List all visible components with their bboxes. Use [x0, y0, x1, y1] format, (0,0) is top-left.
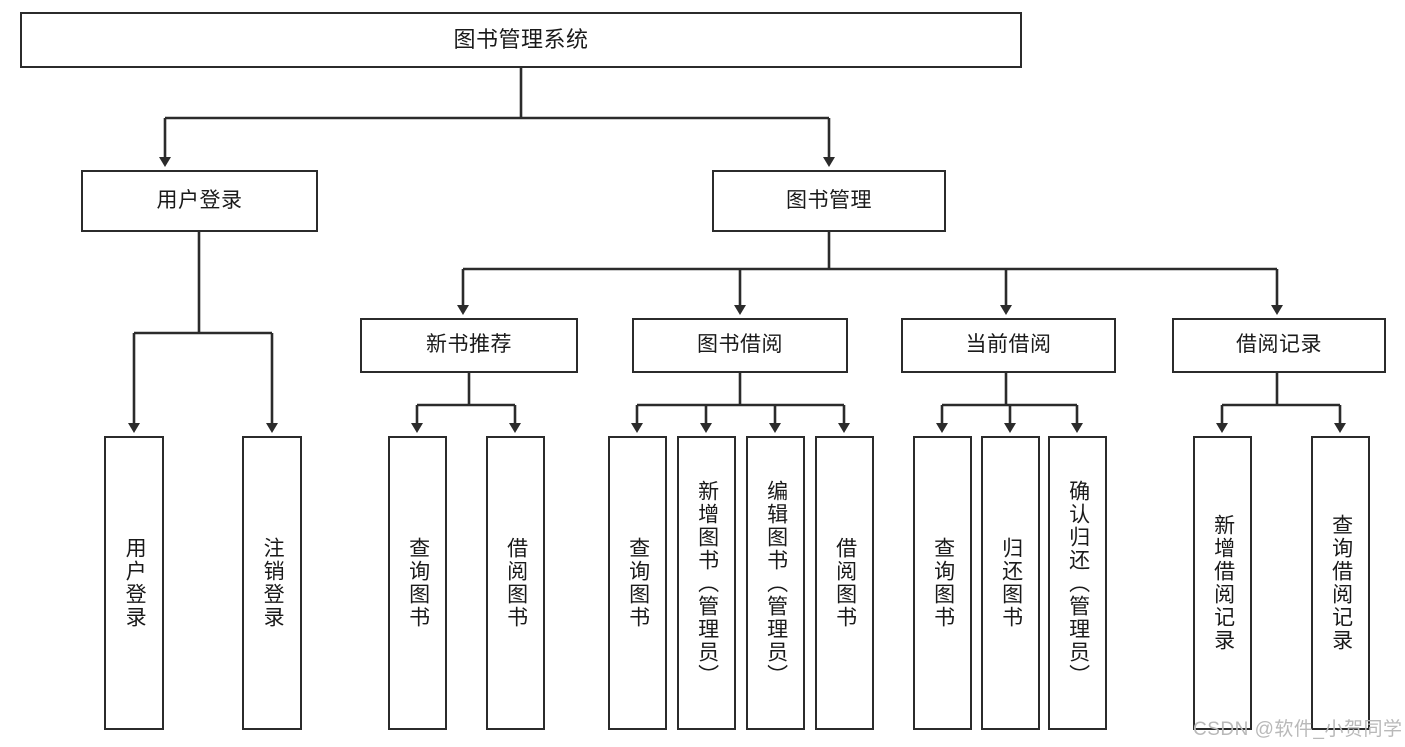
leaf-new-book-borrow[interactable]: 借阅图书	[486, 436, 545, 730]
leaf-borrow-record-query[interactable]: 查询借阅记录	[1311, 436, 1370, 730]
leaf-book-borrow-edit[interactable]: 编辑图书（管理员）	[746, 436, 805, 730]
leaf-book-borrow-add[interactable]: 新增图书（管理员）	[677, 436, 736, 730]
leaf-user-login-login[interactable]: 用户登录	[104, 436, 164, 730]
node-book-borrow[interactable]: 图书借阅	[632, 318, 848, 373]
leaf-book-borrow-query[interactable]: 查询图书	[608, 436, 667, 730]
node-user-login[interactable]: 用户登录	[81, 170, 318, 232]
watermark-text: CSDN @软件_小贺同学	[1193, 719, 1403, 740]
node-new-book-recommend[interactable]: 新书推荐	[360, 318, 578, 373]
leaf-current-borrow-query[interactable]: 查询图书	[913, 436, 972, 730]
leaf-book-borrow-borrow[interactable]: 借阅图书	[815, 436, 874, 730]
leaf-user-login-logout[interactable]: 注销登录	[242, 436, 302, 730]
node-root-system[interactable]: 图书管理系统	[20, 12, 1022, 68]
node-borrow-record[interactable]: 借阅记录	[1172, 318, 1386, 373]
leaf-borrow-record-add[interactable]: 新增借阅记录	[1193, 436, 1252, 730]
leaf-new-book-query[interactable]: 查询图书	[388, 436, 447, 730]
leaf-current-borrow-return[interactable]: 归还图书	[981, 436, 1040, 730]
leaf-current-borrow-confirm-return[interactable]: 确认归还（管理员）	[1048, 436, 1107, 730]
node-current-borrow[interactable]: 当前借阅	[901, 318, 1116, 373]
node-book-management[interactable]: 图书管理	[712, 170, 946, 232]
